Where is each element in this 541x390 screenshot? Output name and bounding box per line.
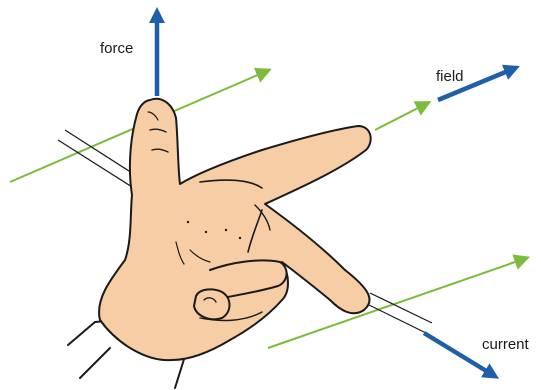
field-label: field (436, 69, 464, 84)
curled-finger-knuckle (194, 289, 230, 319)
field-line-middle (375, 107, 420, 130)
current-label: current (482, 337, 529, 352)
current-arrow-icon (424, 333, 488, 372)
hand-illustration (68, 99, 371, 388)
force-label: force (100, 41, 133, 56)
hand-palm (99, 99, 371, 360)
